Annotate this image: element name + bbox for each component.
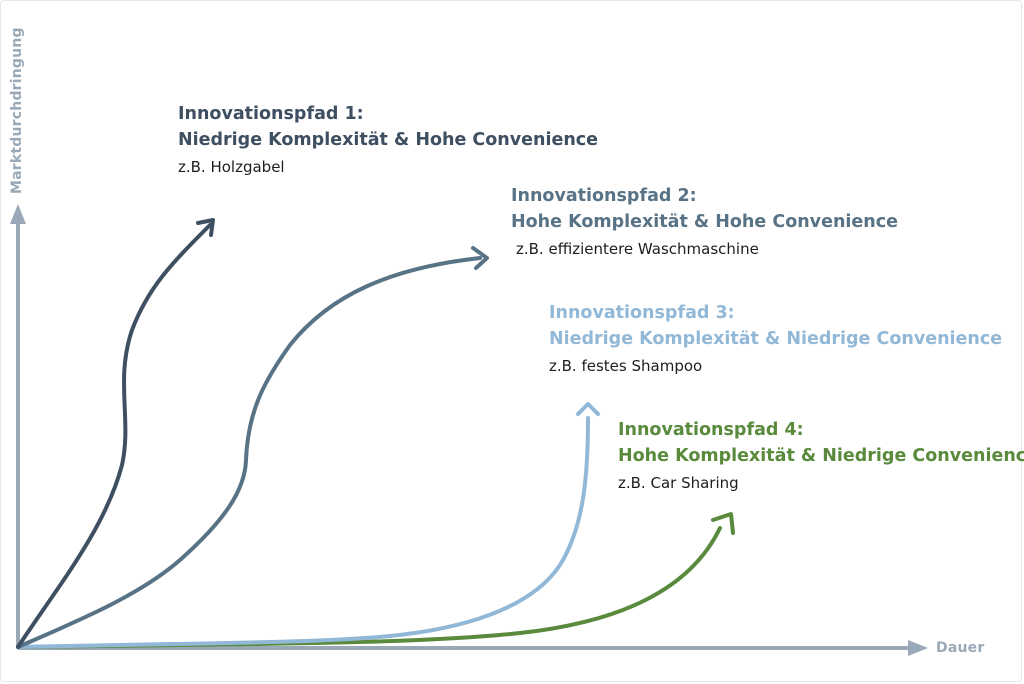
x-axis-arrowhead [908, 640, 928, 656]
path-title: Innovationspfad 2: [511, 186, 697, 206]
path-example: z.B. effizientere Waschmaschine [516, 240, 759, 258]
path-example: z.B. Holzgabel [178, 158, 285, 176]
arrowhead-path-4 [711, 512, 735, 535]
path-subtitle: Hohe Komplexität & Hohe Convenience [511, 212, 898, 232]
path-example: z.B. festes Shampoo [549, 357, 703, 375]
y-axis-label: Marktdurchdringung [9, 27, 25, 194]
innovation-path-4: Innovationspfad 4: Hohe Komplexität & Ni… [618, 417, 1024, 495]
path-subtitle: Niedrige Komplexität & Niedrige Convenie… [549, 329, 1003, 349]
arrowhead-path-2 [471, 246, 489, 270]
innovation-path-3: Innovationspfad 3: Niedrige Komplexität … [549, 300, 1002, 378]
x-axis-label: Dauer [936, 640, 985, 656]
curve-path-3 [16, 416, 590, 649]
path-example: z.B. Car Sharing [618, 474, 739, 492]
curve-path-4 [16, 526, 722, 649]
curve-path-1 [16, 223, 212, 649]
path-title: Innovationspfad 4: [618, 420, 804, 440]
arrowhead-path-1 [196, 218, 215, 237]
curve-path-2 [16, 256, 482, 649]
innovation-path-1: Innovationspfad 1: Niedrige Komplexität … [178, 101, 598, 179]
arrowhead-path-3 [576, 402, 600, 416]
path-title: Innovationspfad 3: [549, 303, 735, 323]
path-subtitle: Hohe Komplexität & Niedrige Convenience [618, 446, 1024, 466]
y-axis-arrowhead [10, 204, 26, 224]
path-subtitle: Niedrige Komplexität & Hohe Convenience [178, 130, 599, 150]
path-title: Innovationspfad 1: [178, 104, 364, 124]
innovation-path-2: Innovationspfad 2: Hohe Komplexität & Ho… [511, 183, 898, 261]
